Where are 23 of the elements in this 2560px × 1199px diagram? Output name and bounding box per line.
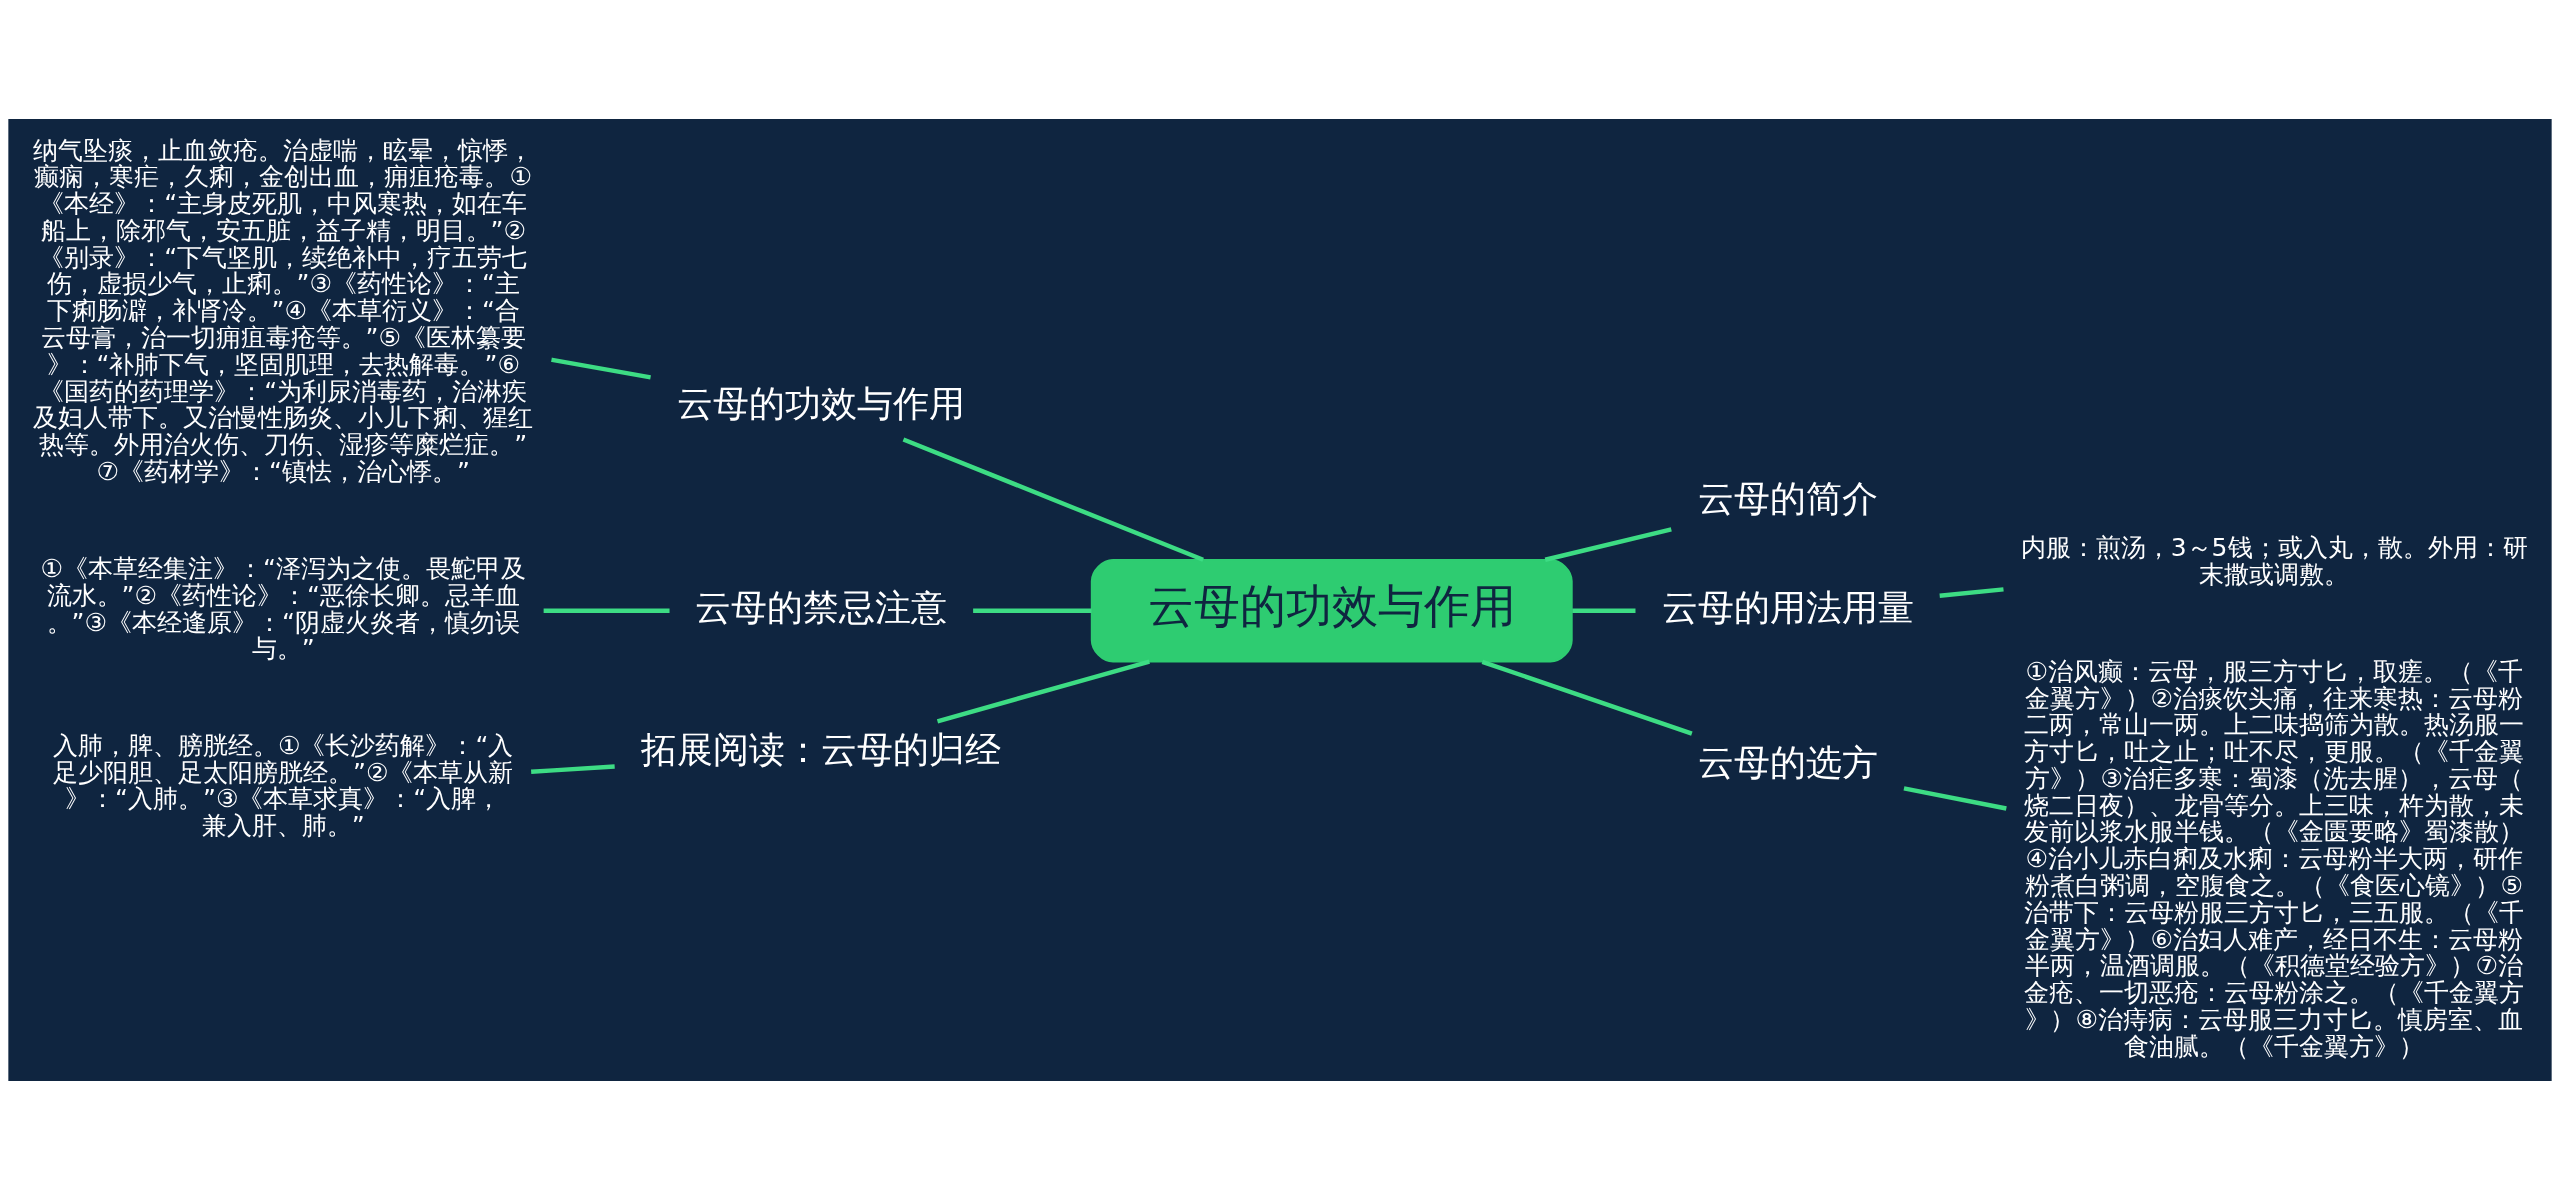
node-text: 入肺，脾、膀胱经。①《长沙药解》：“入足少阳胆、足太阳膀胱经。”②《本草从新》：“入肺。”③《本草求真》：“入脾，兼入肝、肺。” (53, 730, 514, 840)
node-text: 云母的用法用量 (1661, 586, 1914, 628)
node-box: 云母的功效与作用 (1090, 558, 1573, 662)
connector (551, 357, 651, 380)
connector (1481, 659, 1693, 736)
connector (1572, 608, 1636, 613)
connector (936, 658, 1150, 723)
node-text: 云母的简介 (1697, 477, 1878, 519)
connector (902, 436, 1204, 562)
connector (1903, 785, 2007, 811)
connector (543, 608, 670, 613)
connector (531, 763, 615, 774)
connector (1939, 586, 2004, 598)
node-text: ①治风癫：云母，服三方寸匕，取瘥。（《千金翼方》）②治痰饮头痛，往来寒热：云母粉二两，常山一两。上二味捣筛为散。热汤服一方寸匕，吐之止；吐不尽，更服。（《千金翼方》）③治疟多寒：蜀漆（洗去腥），云母（烧二日夜）、龙骨等分。上三味，杵为散，未发前以浆水服半钱。（《金匮要略》蜀漆散）④治小儿赤白痢及水痢：云母粉半大两，研作粉煮白粥调，空腹食之。（《食医心镜》）⑤治带下：云母粉服三方寸匕，三五服。（《千金翼方》）⑥治妇人难产，经日不生：云母粉半两，温酒调服。（《积德堂经验方》）⑦治金疮、一切恶疮：云母粉涂之。（《千金翼方》）⑧治痔病：云母服三力寸匕。慎房室、血食油腻。（《千金翼方》） (2024, 656, 2525, 1061)
node-text: 云母的选方 (1697, 741, 1878, 783)
node-text: 纳气坠痰，止血敛疮。治虚喘，眩晕，惊悸，癫痫，寒疟，久痢，金创出血，痈疽疮毒。①《本经》：“主身皮死肌，中风寒热，如在车船上，除邪气，安五脏，益子精，明目。”②《别录》：“下气坚肌，续绝补中，疗五劳七伤，虚损少气，止痢。”③《药性论》：“主下痢肠澼，补肾冷。”④《本草衍义》：“合云母膏，治一切痈疽毒疮等。”⑤《医林纂要》：“补肺下气，坚固肌理，去热解毒。”⑥《国药的药理学》：“为利尿消毒药，治淋疾及妇人带下。又治慢性肠炎、小儿下痢、猩红热等。外用治火伤、刀伤、湿疹等糜烂症。”⑦《药材学》：“镇怯，治心悸。” (33, 135, 534, 486)
node-text: ①《本草经集注》：“泽泻为之使。畏鮀甲及流水。”②《药性论》：“恶徐长卿。忌羊血。”③《本经逢原》：“阴虚火炎者，慎勿误与。” (40, 553, 526, 663)
connector (973, 608, 1092, 613)
node-text: 内服：煎汤，3～5钱；或入丸，散。外用：研末撒或调敷。 (2020, 532, 2528, 589)
connector (1544, 526, 1672, 562)
node-text: 拓展阅读：云母的归经 (641, 728, 1002, 770)
node-text: 云母的功效与作用 (677, 382, 966, 424)
node-text: 云母的禁忌注意 (695, 586, 948, 628)
